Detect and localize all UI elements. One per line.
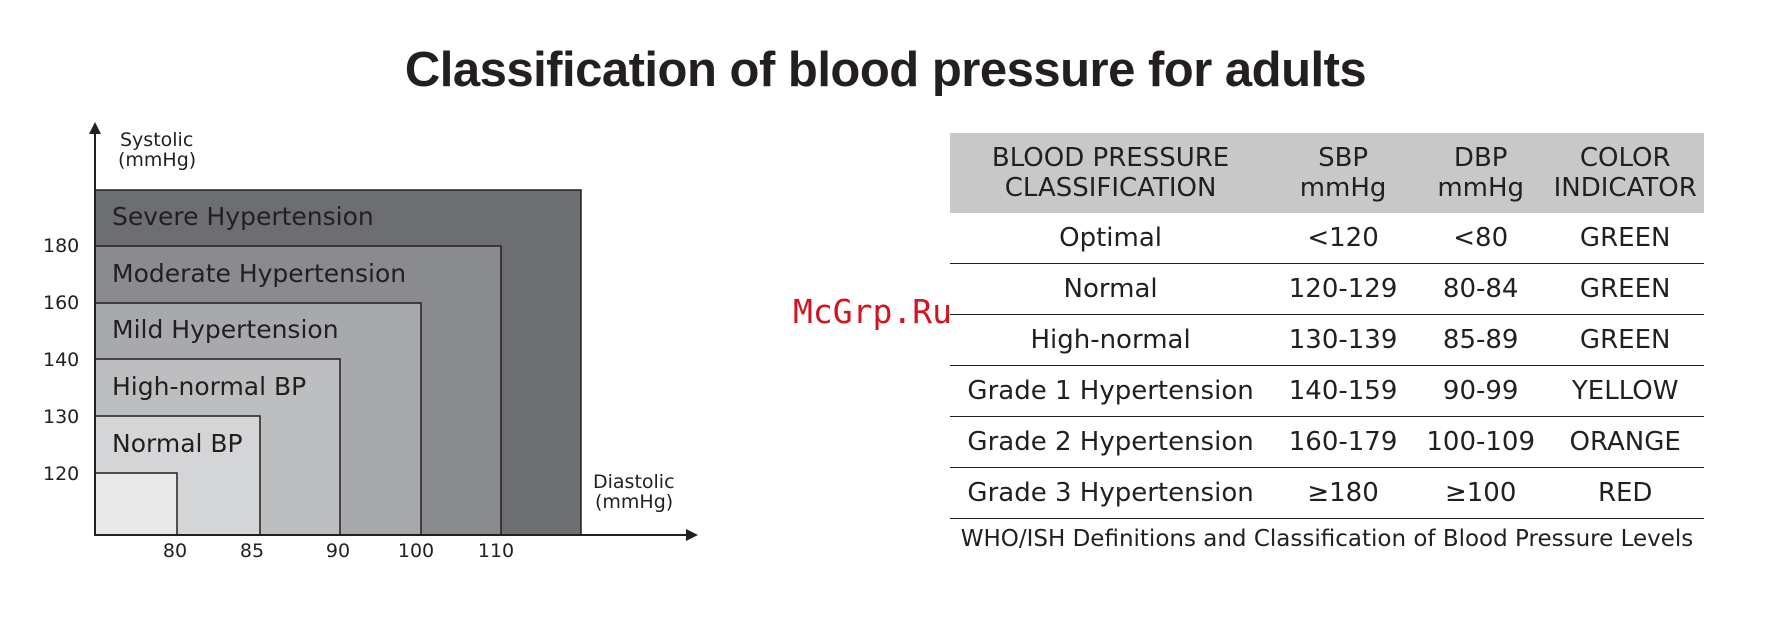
cell-color: GREEN — [1546, 263, 1704, 315]
header-text: BLOOD PRESSURE — [991, 143, 1230, 173]
cell-dbp: ≥100 — [1415, 467, 1547, 519]
y-tick-label: 120 — [43, 463, 79, 485]
x-tick-label: 85 — [240, 540, 264, 560]
table-row: Normal 120-129 80-84 GREEN — [950, 263, 1704, 315]
y-tick-label: 140 — [43, 349, 79, 371]
table-row: Grade 1 Hypertension 140-159 90-99 YELLO… — [950, 365, 1704, 417]
x-axis-title-line2: (mmHg) — [595, 491, 673, 513]
header-color-indicator: COLOR INDICATOR — [1546, 133, 1704, 213]
x-axis-title-line1: Diastolic — [593, 471, 675, 493]
header-text: CLASSIFICATION — [1004, 173, 1217, 203]
table-row: Optimal <120 <80 GREEN — [950, 213, 1704, 264]
x-axis-arrow-icon — [686, 529, 698, 541]
cell-color: YELLOW — [1546, 365, 1704, 417]
y-axis-title-line1: Systolic — [120, 129, 193, 151]
cell-classification: Grade 3 Hypertension — [950, 467, 1272, 519]
table-row: High-normal 130-139 85-89 GREEN — [950, 314, 1704, 366]
cell-dbp: 100-109 — [1415, 416, 1547, 468]
zone-label-moderate: Moderate Hypertension — [112, 259, 406, 288]
cell-sbp: <120 — [1271, 213, 1416, 264]
table-row: Grade 3 Hypertension ≥180 ≥100 RED — [950, 467, 1704, 519]
header-text: SBP — [1318, 143, 1369, 173]
header-classification: BLOOD PRESSURE CLASSIFICATION — [950, 133, 1272, 213]
cell-dbp: 85-89 — [1415, 314, 1547, 366]
cell-sbp: 160-179 — [1271, 416, 1416, 468]
cell-dbp: 80-84 — [1415, 263, 1547, 315]
y-axis-arrow-icon — [89, 122, 101, 134]
zone-optimal — [94, 472, 178, 536]
header-text: mmHg — [1437, 173, 1525, 203]
cell-classification: High-normal — [950, 314, 1272, 366]
cell-dbp: 90-99 — [1415, 365, 1547, 417]
cell-color: ORANGE — [1546, 416, 1704, 468]
bp-zone-diagram: Severe Hypertension Moderate Hypertensio… — [43, 122, 698, 560]
bp-classification-table: BLOOD PRESSURE CLASSIFICATION SBP mmHg D… — [950, 133, 1704, 519]
cell-classification: Normal — [950, 263, 1272, 315]
zone-label-high-normal: High-normal BP — [112, 372, 306, 401]
cell-sbp: 120-129 — [1271, 263, 1416, 315]
zone-label-severe: Severe Hypertension — [112, 202, 374, 231]
y-axis-title-line2: (mmHg) — [118, 149, 196, 171]
cell-color: GREEN — [1546, 314, 1704, 366]
cell-classification: Grade 2 Hypertension — [950, 416, 1272, 468]
cell-sbp: ≥180 — [1271, 467, 1416, 519]
header-text: INDICATOR — [1553, 173, 1697, 203]
x-tick-label: 90 — [326, 540, 350, 560]
cell-classification: Grade 1 Hypertension — [950, 365, 1272, 417]
cell-sbp: 140-159 — [1271, 365, 1416, 417]
cell-color: RED — [1546, 467, 1704, 519]
header-text: DBP — [1453, 143, 1508, 173]
page-title: Classification of blood pressure for adu… — [404, 43, 1367, 97]
header-text: mmHg — [1299, 173, 1387, 203]
cell-sbp: 130-139 — [1271, 314, 1416, 366]
x-tick-label: 80 — [163, 540, 187, 560]
zone-label-normal: Normal BP — [112, 429, 243, 458]
cell-dbp: <80 — [1415, 213, 1547, 264]
table-row: Grade 2 Hypertension 160-179 100-109 ORA… — [950, 416, 1704, 468]
zone-label-mild: Mild Hypertension — [112, 315, 339, 344]
x-tick-label: 110 — [478, 540, 514, 560]
header-text: COLOR — [1579, 143, 1671, 173]
table-header-row: BLOOD PRESSURE CLASSIFICATION SBP mmHg D… — [950, 133, 1704, 213]
cell-color: GREEN — [1546, 213, 1704, 264]
header-sbp: SBP mmHg — [1271, 133, 1416, 213]
watermark-text: McGrp.Ru — [793, 292, 952, 331]
header-dbp: DBP mmHg — [1415, 133, 1547, 213]
y-tick-label: 160 — [43, 292, 79, 314]
table-caption: WHO/ISH Definitions and Classification o… — [960, 526, 1694, 552]
y-tick-label: 180 — [43, 235, 79, 257]
x-tick-label: 100 — [398, 540, 434, 560]
cell-classification: Optimal — [950, 213, 1272, 264]
y-tick-label: 130 — [43, 406, 79, 428]
